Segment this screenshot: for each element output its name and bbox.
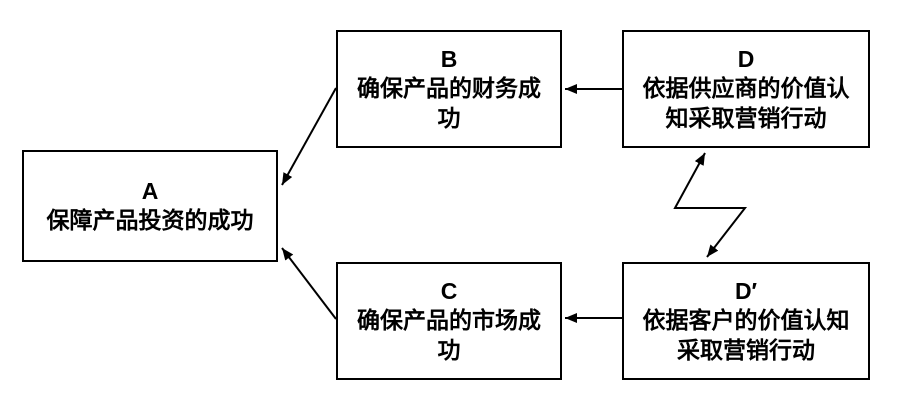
node-d-label: D [737, 45, 755, 72]
node-c-text: 确保产品的市场成 功 [357, 307, 541, 363]
node-b: B 确保产品的财务成 功 [336, 30, 562, 148]
node-c-label: C [440, 277, 458, 304]
node-d-prime-text: 依据客户的价值认知 采取营销行动 [642, 307, 850, 363]
node-c: C 确保产品的市场成 功 [336, 262, 562, 380]
node-a-text: 保障产品投资的成功 [46, 207, 254, 233]
node-d: D 依据供应商的价值认 知采取营销行动 [622, 30, 870, 148]
node-b-text: 确保产品的财务成 功 [357, 75, 541, 131]
node-d-text: 依据供应商的价值认 知采取营销行动 [642, 75, 850, 131]
node-b-label: B [440, 45, 458, 72]
zigzag-double-arrow-d-dprime [673, 152, 748, 258]
arrow-b-to-a [281, 87, 337, 186]
node-d-prime-label: D′ [734, 277, 758, 304]
node-a-label: A [141, 177, 159, 204]
node-d-prime: D′ 依据客户的价值认知 采取营销行动 [622, 262, 870, 380]
node-a: A 保障产品投资的成功 [22, 150, 278, 262]
arrow-c-to-a [281, 247, 337, 320]
